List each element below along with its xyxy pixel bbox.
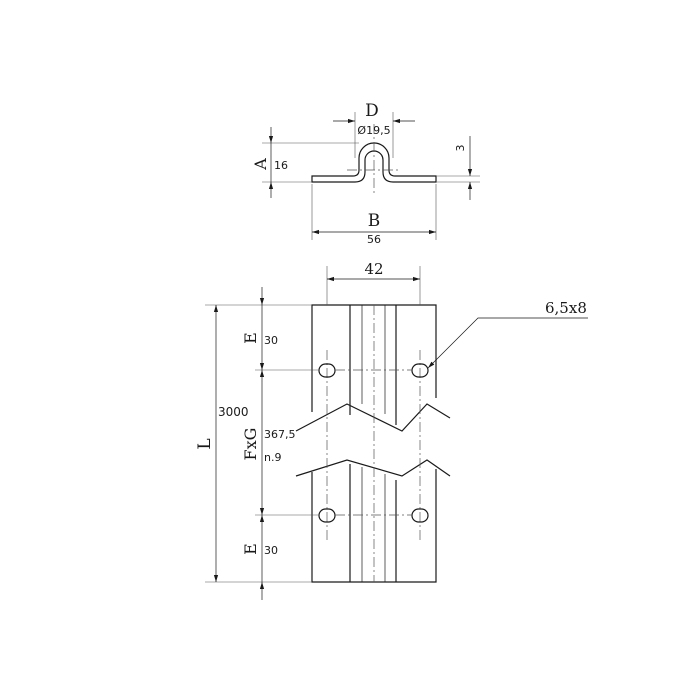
thickness-value: 3 <box>454 145 467 152</box>
lower-break-line <box>295 459 451 477</box>
slot-size-label: 6,5x8 <box>545 299 587 317</box>
slot-top-left <box>318 363 336 378</box>
slot-leader <box>427 317 588 369</box>
e-label-top: E <box>241 332 260 344</box>
length-label: L <box>195 438 215 449</box>
fxg-value: 367,5 <box>264 428 296 441</box>
width-value: 42 <box>364 260 383 278</box>
profile-view: D Ø19,5 A 16 3 B 56 <box>251 101 480 246</box>
e-value-top: 30 <box>264 334 278 347</box>
upper-break-line <box>295 403 451 432</box>
slot-bottom-right <box>411 508 429 523</box>
fxg-count: n.9 <box>264 451 281 464</box>
front-view: 42 6,5x8 L 3000 E 30 FxG 367,5 n.9 E 30 <box>195 260 588 600</box>
slot-top-right <box>411 363 429 378</box>
e-value-bottom: 30 <box>264 544 278 557</box>
d-label: D <box>365 101 379 121</box>
profile-outline <box>311 142 437 183</box>
b-label: B <box>368 211 381 231</box>
a-label: A <box>251 158 270 171</box>
b-value: 56 <box>367 233 381 246</box>
d-value: Ø19,5 <box>357 124 390 137</box>
length-value: 3000 <box>218 405 249 419</box>
fxg-label: FxG <box>241 428 260 461</box>
e-label-bottom: E <box>241 543 260 555</box>
slot-bottom-left <box>318 508 336 523</box>
a-value: 16 <box>274 159 288 172</box>
